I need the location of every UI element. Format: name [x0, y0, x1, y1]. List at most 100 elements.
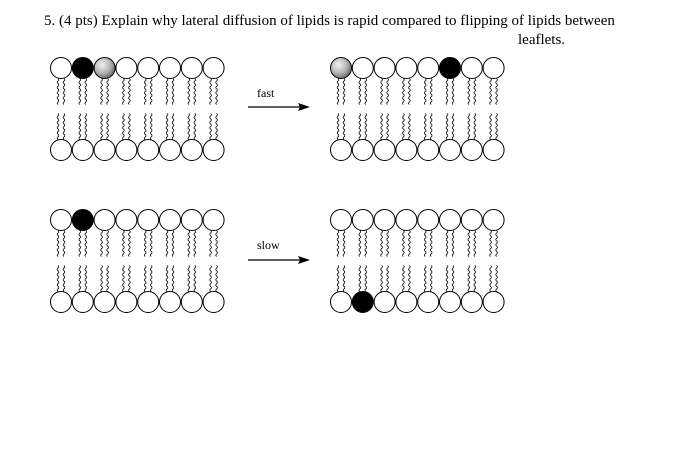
lipid-head-white [137, 139, 160, 161]
lipid-head-gray [330, 57, 352, 79]
lipid-head-white [71, 139, 94, 161]
lipid-head-white [460, 139, 483, 161]
lipid-head-white [93, 209, 116, 231]
lipid-tail [473, 78, 476, 105]
lipid-head-white [180, 209, 203, 231]
lipid-head-white [482, 291, 505, 313]
lipid-head-white [395, 209, 418, 231]
fast-arrow [248, 103, 310, 111]
lipid-tail [342, 230, 346, 257]
lipid-tail [215, 265, 218, 292]
lipid-tail [128, 113, 131, 140]
lipid-head-white [115, 291, 138, 313]
lipid-tail [495, 265, 498, 292]
lipid-tail [209, 113, 212, 140]
lipid-head-white [351, 209, 374, 231]
lipid-tail [84, 230, 87, 257]
lipid-tail [489, 265, 492, 292]
lipid-head-white [159, 57, 181, 79]
lipid-tail [215, 78, 218, 105]
lipid-head-white [50, 57, 72, 79]
lipid-head-black [439, 57, 461, 79]
lipid-tail [489, 230, 492, 257]
lipid-tail [430, 113, 433, 140]
lipid-tail [84, 78, 87, 105]
lipid-tail [165, 113, 169, 140]
lipid-tail [430, 78, 433, 105]
lipid-tail [380, 78, 383, 105]
lipid-head-white [115, 57, 138, 79]
lipid-head-white [159, 139, 181, 161]
lipid-head-white [93, 139, 116, 161]
lipid-head-white [439, 209, 461, 231]
lipid-tail [445, 230, 449, 257]
lipid-tail [489, 78, 492, 105]
lipid-head-white [202, 139, 225, 161]
lipid-head-white [351, 57, 374, 79]
lipid-head-white [439, 139, 461, 161]
lipid-tail [106, 230, 109, 257]
lipid-head-white [202, 57, 225, 79]
lipid-head-white [159, 209, 181, 231]
lipid-head-white [202, 209, 225, 231]
lipid-head-white [50, 291, 72, 313]
lipid-tail [445, 113, 449, 140]
lipid-tail [336, 113, 340, 140]
lipid-tail [122, 78, 125, 105]
lipid-head-white [115, 209, 138, 231]
lipid-tail [430, 265, 433, 292]
slow-label: slow [257, 238, 280, 252]
lipid-head-white [180, 139, 203, 161]
lipid-head-white [439, 291, 461, 313]
lipid-head-gray [93, 57, 116, 79]
lipid-tail [171, 265, 175, 292]
lipid-head-white [482, 57, 505, 79]
lipid-tail [84, 265, 87, 292]
bilayer-lateral-after [330, 57, 505, 161]
lipid-tail [144, 113, 147, 140]
lipid-tail [215, 230, 218, 257]
lipid-head-white [417, 209, 440, 231]
lipid-tail [56, 113, 60, 140]
lipid-tail [380, 230, 383, 257]
lipid-tail [451, 113, 455, 140]
lipid-tail [408, 230, 411, 257]
lipid-tail [56, 230, 60, 257]
lipid-tail [495, 78, 498, 105]
lipid-tail [122, 265, 125, 292]
lipid-tail [165, 78, 169, 105]
lipid-tail [78, 230, 81, 257]
lipid-head-white [351, 139, 374, 161]
lipid-tail [495, 113, 498, 140]
lipid-tail [489, 113, 492, 140]
lipid-tail [78, 78, 81, 105]
lipid-tail [467, 78, 470, 105]
lipid-tail [386, 78, 389, 105]
slow-arrow [248, 256, 310, 264]
lipid-head-white [71, 291, 94, 313]
lipid-tail [358, 265, 361, 292]
lipid-head-white [373, 57, 396, 79]
lipid-head-white [137, 291, 160, 313]
lipid-head-white [180, 57, 203, 79]
lipid-tail [364, 230, 367, 257]
lipid-tail [144, 230, 147, 257]
lipid-head-black [71, 209, 94, 231]
lipid-tail [364, 265, 367, 292]
lipid-head-white [373, 291, 396, 313]
lipid-tail [56, 265, 60, 292]
lipid-tail [445, 265, 449, 292]
lipid-tail [171, 113, 175, 140]
lipid-tail [150, 113, 153, 140]
lipid-tail [364, 78, 367, 105]
lipid-tail [402, 113, 405, 140]
lipid-head-white [460, 209, 483, 231]
lipid-tail [193, 230, 196, 257]
lipid-tail [122, 230, 125, 257]
lipid-tail [78, 113, 81, 140]
lipid-tail [106, 265, 109, 292]
lipid-head-white [395, 57, 418, 79]
question-text: 5. (4 pts) Explain why lateral diffusion… [44, 13, 615, 29]
lipid-head-white [202, 291, 225, 313]
